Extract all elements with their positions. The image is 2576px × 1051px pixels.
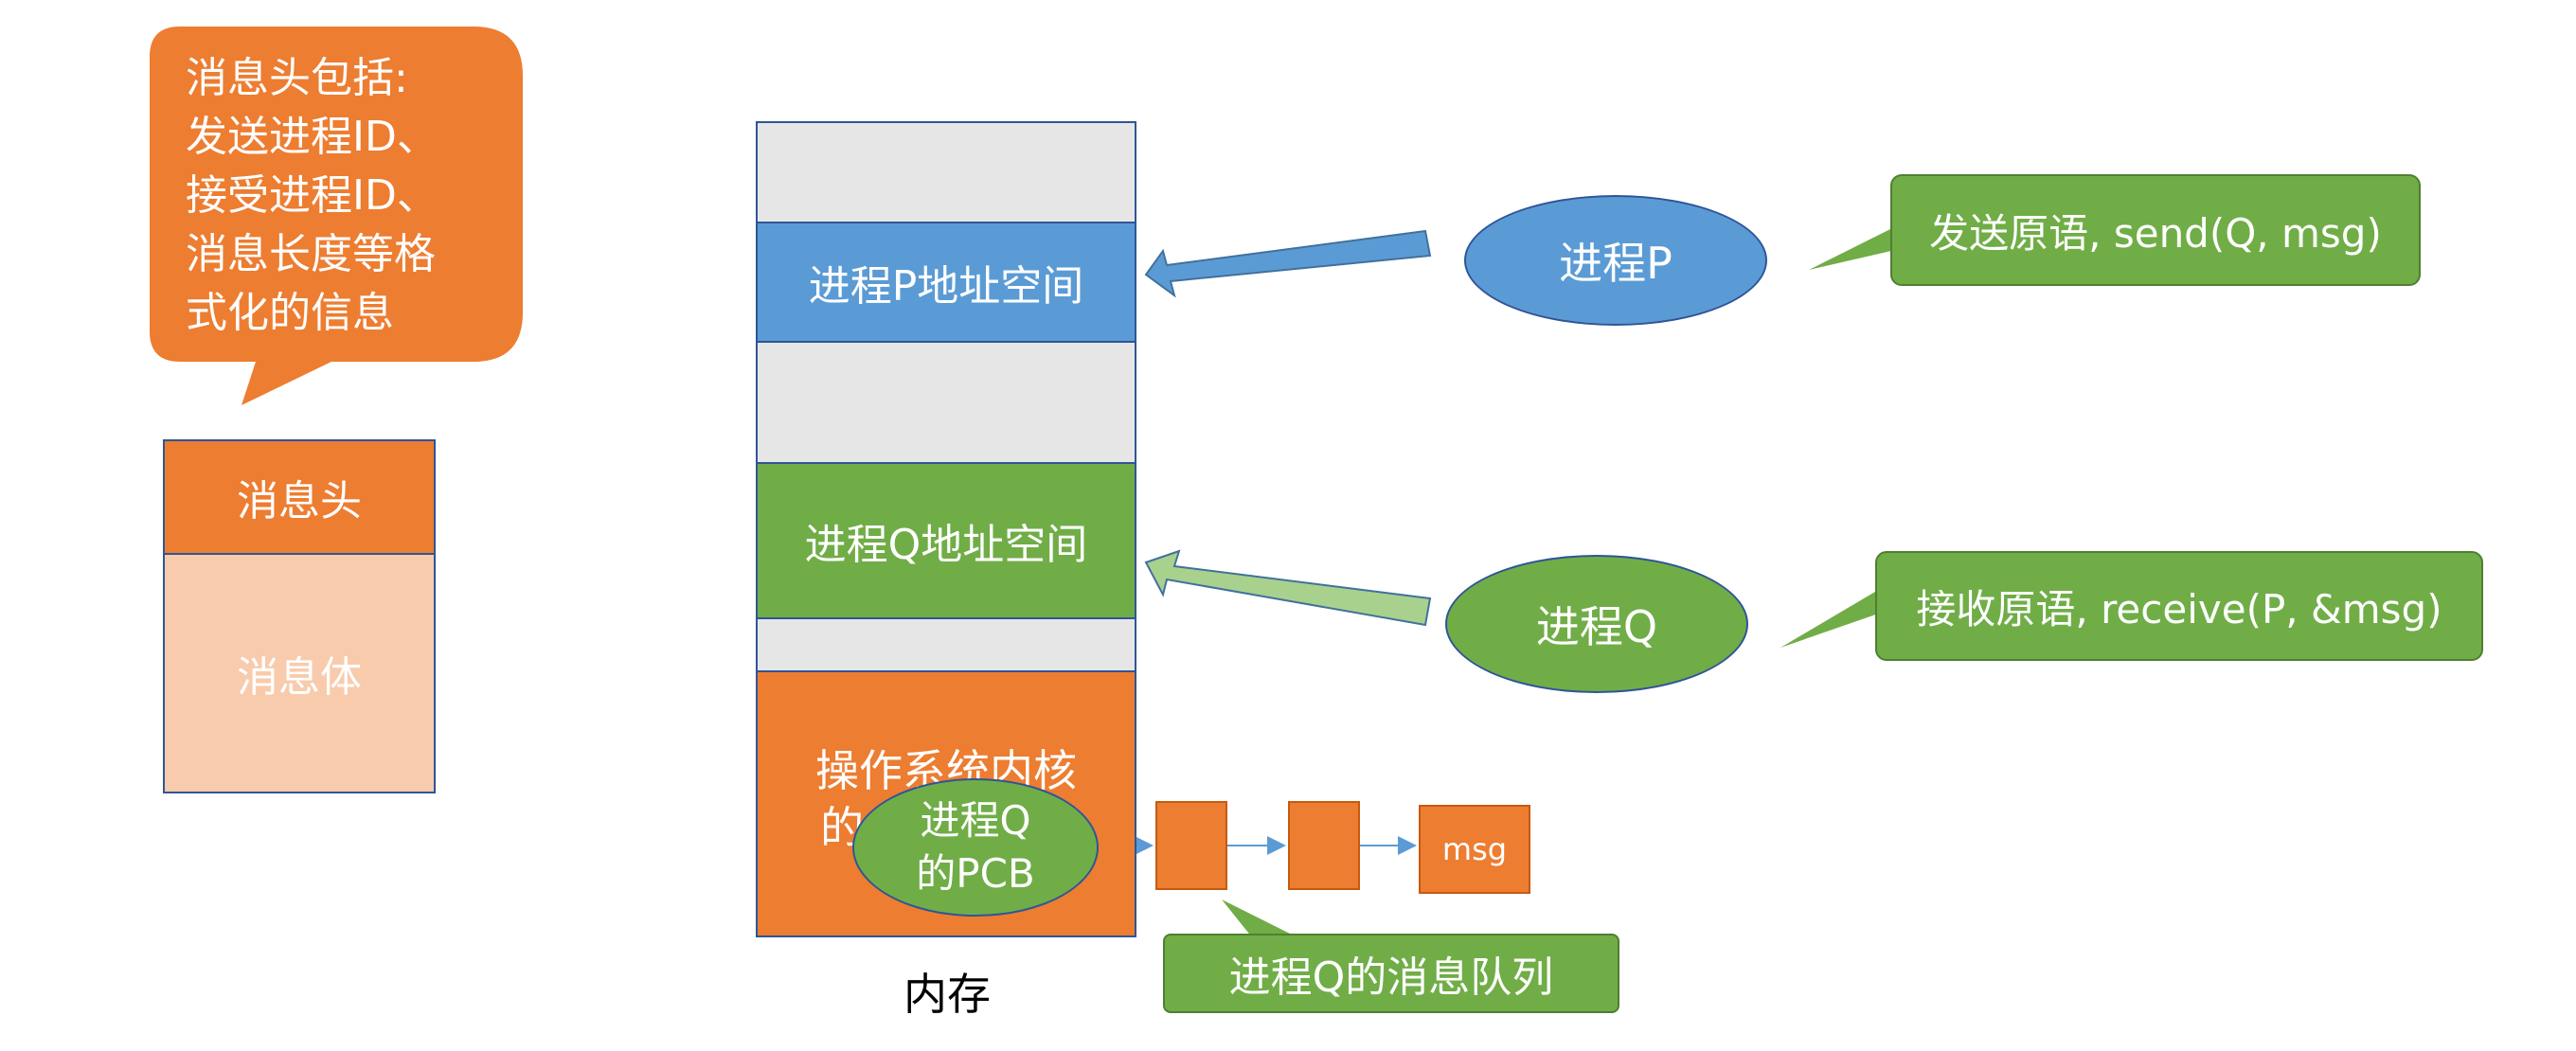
message-header-label: 消息头: [237, 477, 362, 526]
callout-line: 消息头包括:: [186, 54, 408, 102]
queue-msg-node: msg: [1419, 805, 1530, 894]
queue-node-2: [1288, 801, 1360, 890]
send-callout-tail: [1809, 227, 1904, 270]
queue-label-callout: 进程Q的消息队列: [1163, 934, 1619, 1013]
message-body-label: 消息体: [237, 653, 362, 702]
arrow-p-to-memory: [1144, 229, 1432, 298]
header-callout-text: 消息头包括: 发送进程ID、 接受进程ID、 消息长度等格 式化的信息: [186, 49, 508, 343]
memory-caption: 内存: [852, 958, 1042, 1024]
queue-msg-label: msg: [1441, 831, 1508, 867]
callout-line: 消息长度等格: [186, 230, 436, 278]
pcb-label-line1: 进程Q: [920, 797, 1031, 844]
header-callout-bubble: [150, 27, 523, 405]
receive-primitive-text: 接收原语, receive(P, &msg): [1916, 585, 2442, 632]
send-primitive-text: 发送原语, send(Q, msg): [1929, 209, 2382, 257]
message-body-box: 消息体: [163, 555, 436, 793]
process-q-ellipse: 进程Q: [1445, 555, 1748, 693]
send-primitive-callout: 发送原语, send(Q, msg): [1890, 174, 2421, 286]
process-p-address-space: 进程P地址空间: [756, 222, 1136, 343]
process-p-label: 进程P: [1559, 238, 1673, 289]
receive-primitive-callout: 接收原语, receive(P, &msg): [1875, 551, 2483, 661]
message-header-box: 消息头: [163, 439, 436, 555]
process-q-label: 进程Q: [1535, 601, 1658, 652]
callout-line: 式化的信息: [186, 289, 394, 337]
callout-line: 发送进程ID、: [186, 113, 438, 161]
memory-caption-text: 内存: [903, 969, 991, 1020]
process-p-ellipse: 进程P: [1464, 195, 1767, 326]
process-p-address-space-label: 进程P地址空间: [808, 262, 1084, 311]
queue-label-text: 进程Q的消息队列: [1228, 953, 1554, 1002]
queue-node-1: [1155, 801, 1227, 890]
arrow-q-to-memory: [1144, 549, 1432, 627]
pcb-label-line2: 的PCB: [916, 850, 1035, 897]
process-q-pcb: 进程Q 的PCB: [852, 778, 1099, 917]
callout-line: 接受进程ID、: [186, 171, 438, 220]
process-q-address-space-label: 进程Q地址空间: [804, 521, 1088, 569]
process-q-address-space: 进程Q地址空间: [756, 462, 1136, 619]
receive-callout-tail: [1780, 589, 1889, 648]
